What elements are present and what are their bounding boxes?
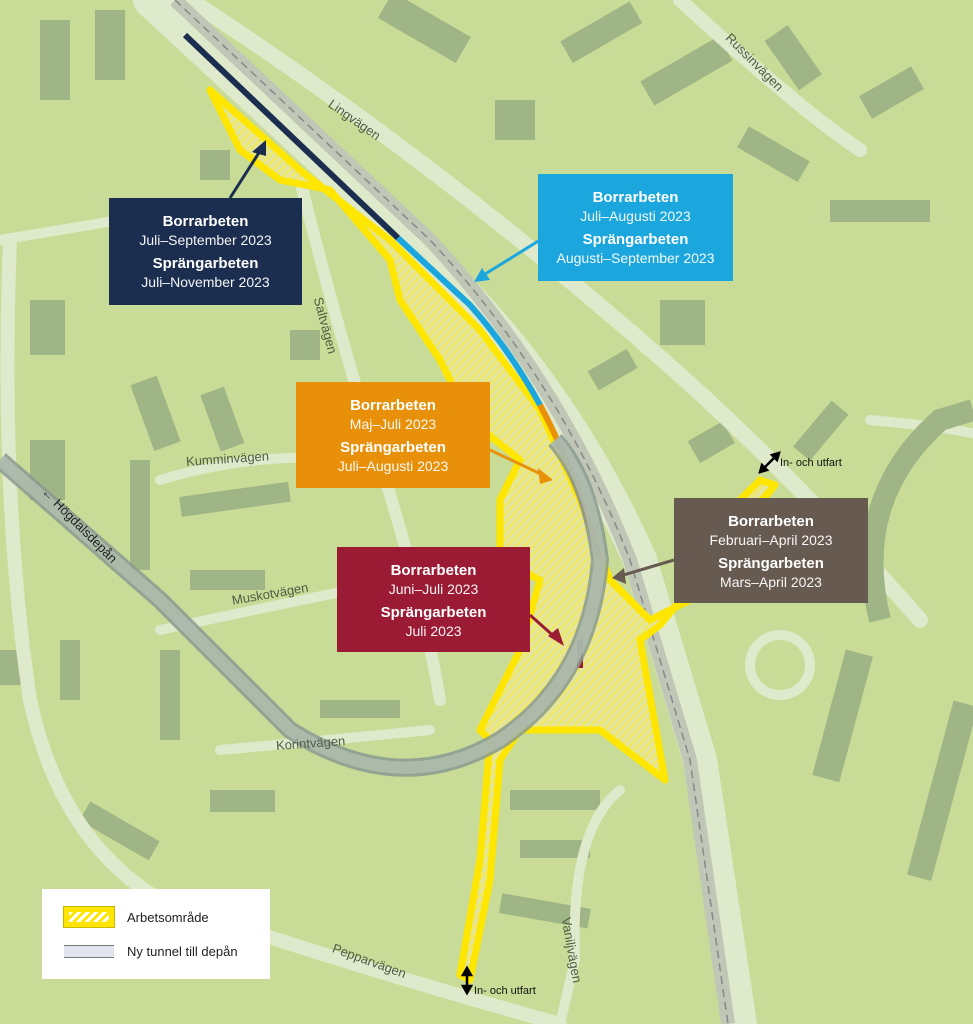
drilling-label: Borrarbeten — [350, 397, 436, 414]
map-legend: Arbetsområde Ny tunnel till depån — [42, 889, 270, 979]
access-arrow-icon — [460, 451, 781, 996]
callout-phase-2: Borrarbeten Juli–Augusti 2023 Sprängarbe… — [538, 174, 733, 281]
drilling-period: Juli–Augusti 2023 — [580, 208, 691, 224]
blasting-period: Mars–April 2023 — [720, 574, 822, 590]
blasting-label: Sprängarbeten — [582, 231, 689, 248]
blasting-period: Juli 2023 — [405, 623, 462, 639]
callout-phase-5: Borrarbeten Februari–April 2023 Sprängar… — [674, 498, 868, 603]
work-areas[interactable] — [206, 86, 779, 984]
blasting-label: Sprängarbeten — [152, 255, 259, 272]
blasting-period: Augusti–September 2023 — [556, 250, 715, 266]
buildings — [0, 0, 973, 929]
blasting-label: Sprängarbeten — [340, 439, 446, 456]
drilling-label: Borrarbeten — [728, 513, 814, 530]
blasting-label: Sprängarbeten — [380, 604, 487, 621]
drilling-period: Maj–Juli 2023 — [349, 416, 437, 432]
callout-phase-4: Borrarbeten Juni–Juli 2023 Sprängarbeten… — [337, 547, 530, 652]
railway — [170, 0, 735, 1024]
roundabout — [745, 630, 815, 700]
blasting-label: Sprängarbeten — [718, 555, 824, 572]
access-label-east: In- och utfart — [780, 457, 842, 469]
stadium-ring — [861, 399, 973, 623]
legend-work-area-label: Arbetsområde — [127, 909, 209, 925]
callout-arrows — [228, 140, 675, 646]
access-label-south: In- och utfart — [474, 985, 536, 997]
work-area-swatch — [63, 906, 115, 928]
callout-phase-3: Borrarbeten Maj–Juli 2023 Sprängarbeten … — [296, 382, 490, 488]
blasting-period: Juli–November 2023 — [141, 274, 270, 290]
drilling-label: Borrarbeten — [592, 189, 679, 206]
drilling-label: Borrarbeten — [162, 213, 249, 230]
drilling-label: Borrarbeten — [390, 562, 477, 579]
drilling-period: Februari–April 2023 — [709, 532, 833, 548]
legend-tunnel-label: Ny tunnel till depån — [127, 944, 238, 959]
blasting-period: Juli–Augusti 2023 — [337, 458, 449, 474]
drilling-period: Juni–Juli 2023 — [388, 581, 479, 597]
callout-phase-1: Borrarbeten Juli–September 2023 Sprängar… — [109, 198, 302, 305]
drilling-period: Juli–September 2023 — [139, 232, 272, 248]
tunnel-swatch — [64, 945, 114, 958]
